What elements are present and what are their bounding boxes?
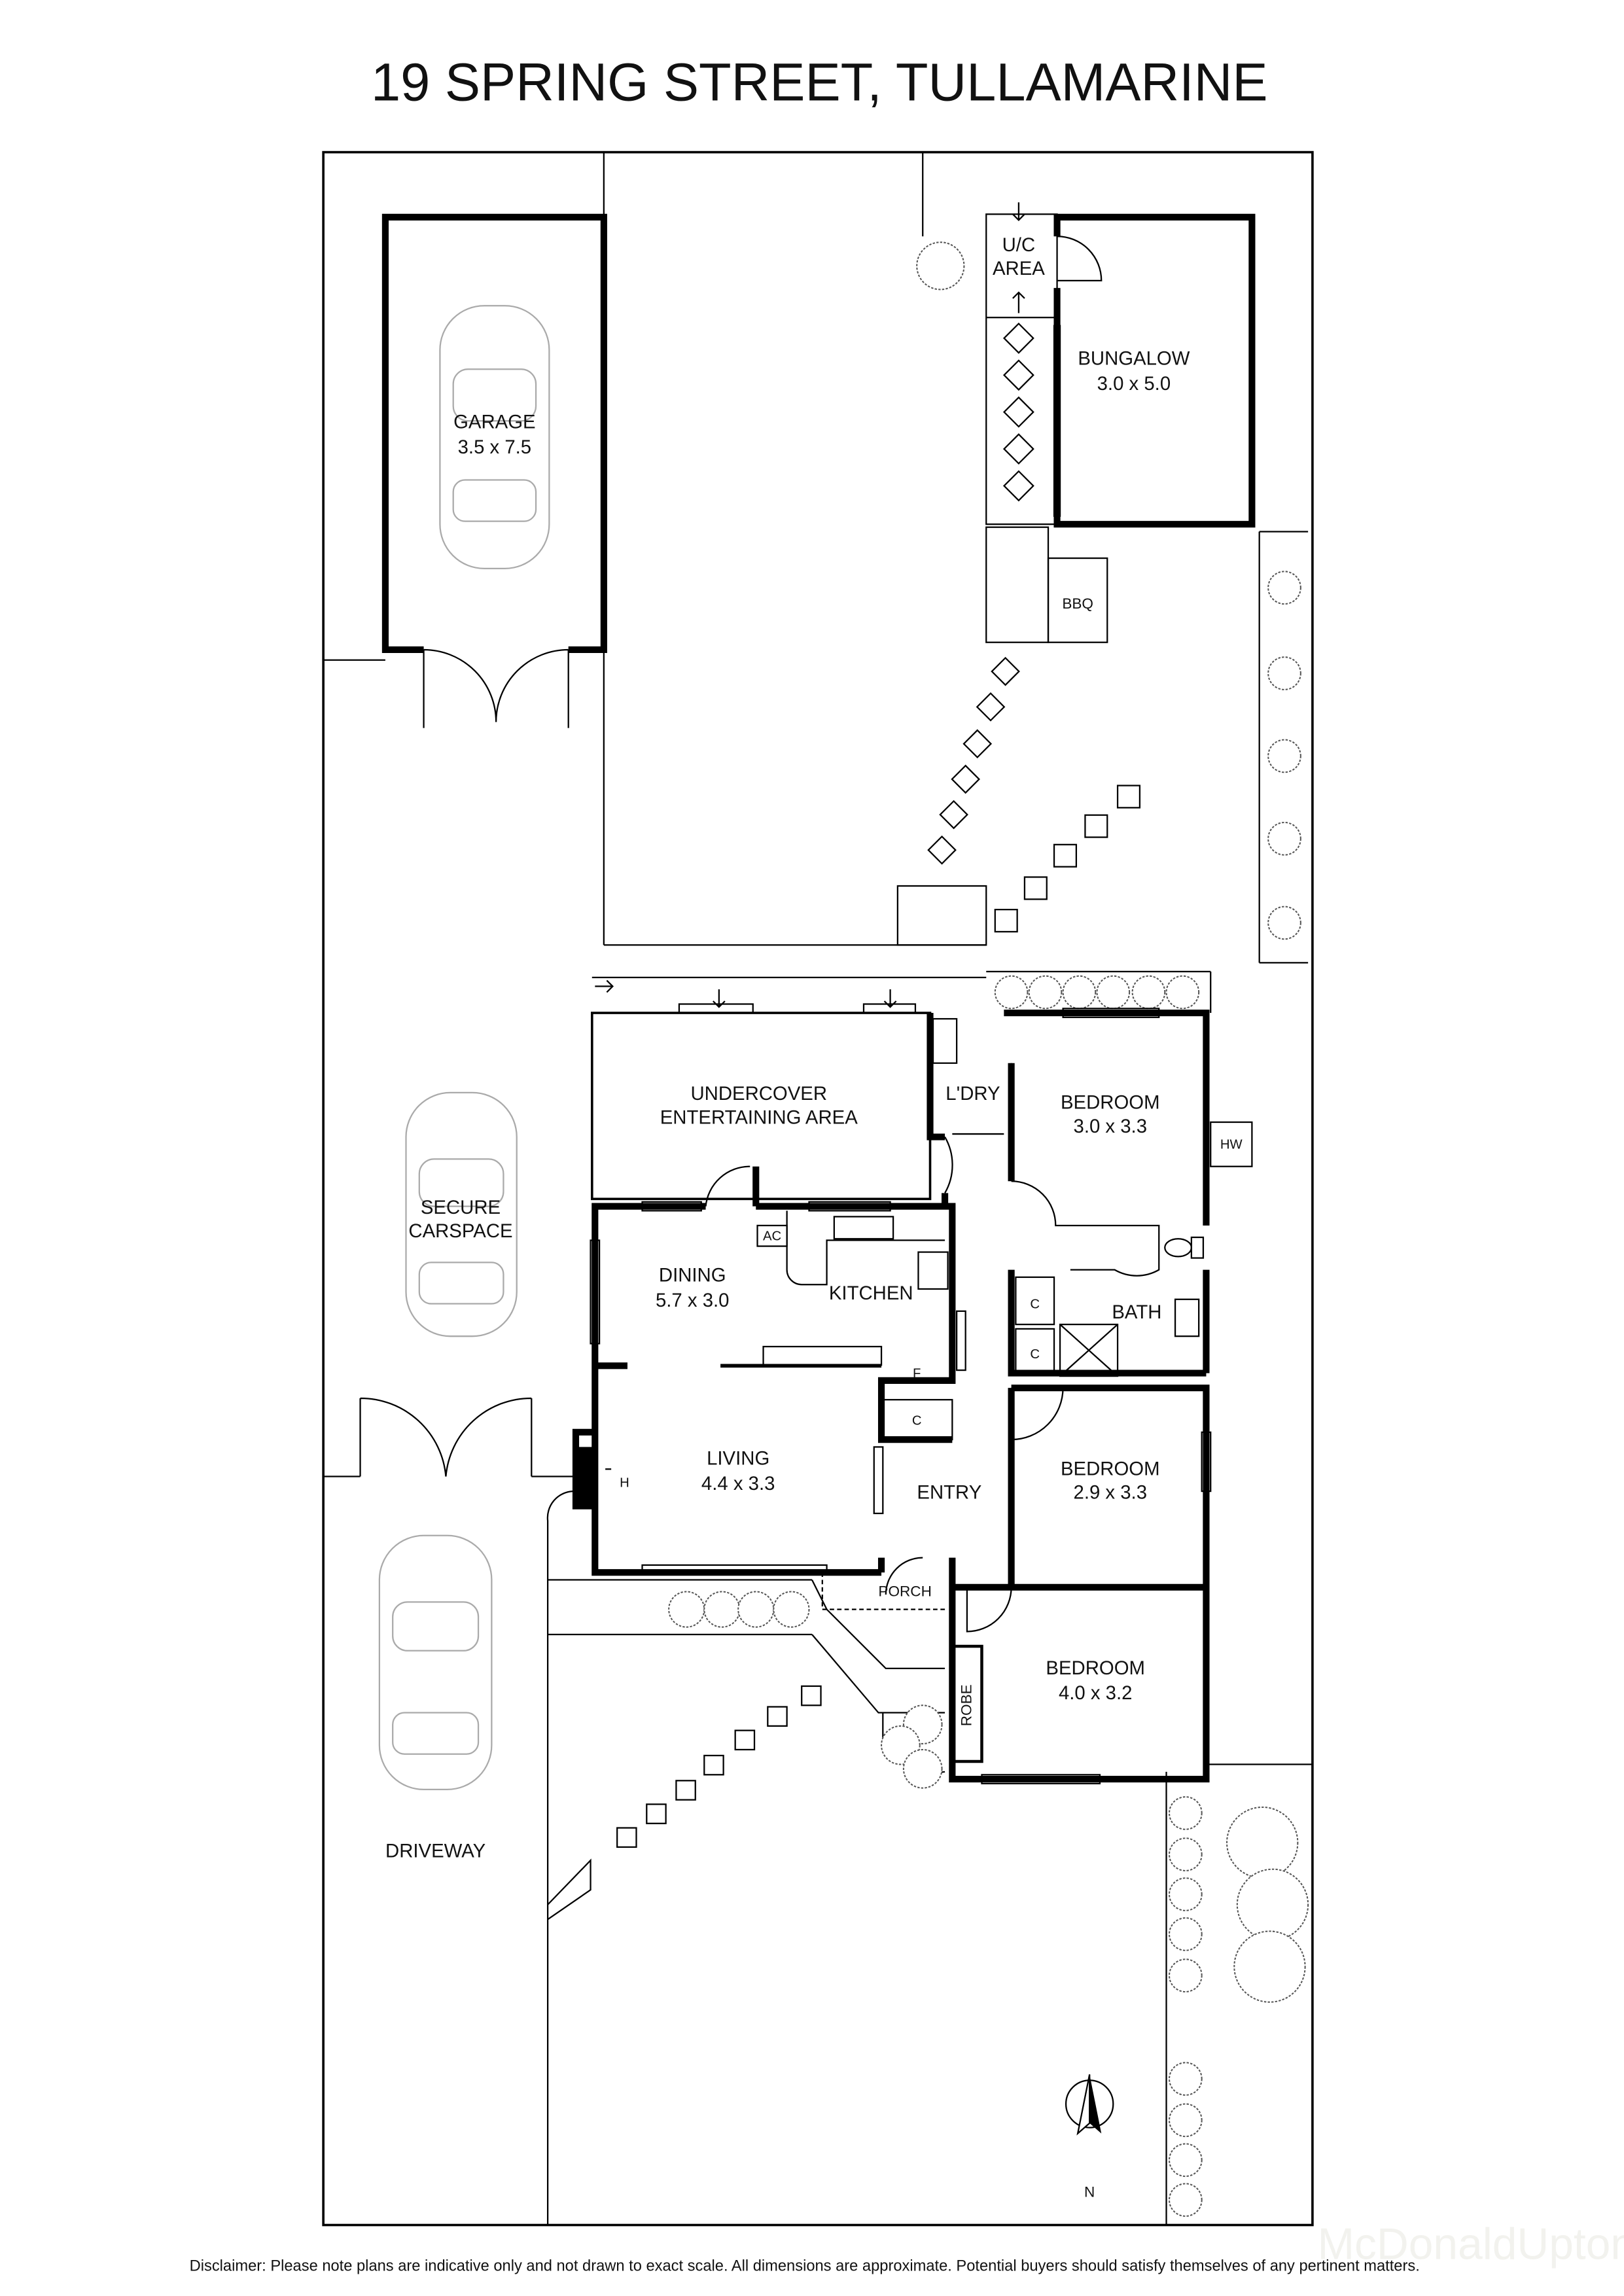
svg-text:C: C: [1030, 1347, 1040, 1362]
svg-text:LIVING: LIVING: [707, 1447, 769, 1469]
svg-text:L'DRY: L'DRY: [945, 1083, 1000, 1104]
svg-text:3.0 x 5.0: 3.0 x 5.0: [1097, 373, 1171, 395]
garage: GARAGE 3.5 x 7.5: [381, 213, 607, 728]
watermark: McDonaldUpton: [1318, 2219, 1624, 2269]
svg-text:DINING: DINING: [659, 1265, 726, 1286]
plan-title: 19 SPRING STREET, TULLAMARINE: [371, 53, 1268, 113]
svg-text:SECURE: SECURE: [421, 1197, 501, 1218]
svg-text:C: C: [912, 1414, 922, 1428]
svg-text:H: H: [620, 1475, 629, 1490]
svg-text:BUNGALOW: BUNGALOW: [1078, 347, 1190, 369]
driveway: DRIVEWAY: [378, 1534, 493, 1862]
svg-text:KITCHEN: KITCHEN: [829, 1282, 913, 1304]
svg-text:AREA: AREA: [993, 258, 1045, 279]
svg-text:CARSPACE: CARSPACE: [408, 1220, 512, 1242]
svg-text:3.0 x 3.3: 3.0 x 3.3: [1074, 1116, 1148, 1137]
svg-text:C: C: [1030, 1297, 1040, 1311]
svg-text:N: N: [1084, 2184, 1095, 2200]
svg-text:BEDROOM: BEDROOM: [1061, 1092, 1160, 1114]
svg-text:AC: AC: [763, 1229, 781, 1244]
svg-text:DRIVEWAY: DRIVEWAY: [385, 1841, 485, 1862]
fences: [323, 152, 1313, 2225]
svg-text:4.0 x 3.2: 4.0 x 3.2: [1059, 1682, 1133, 1704]
svg-text:UNDERCOVER: UNDERCOVER: [690, 1083, 827, 1104]
north-compass-icon: N: [1065, 2074, 1114, 2200]
svg-text:BEDROOM: BEDROOM: [1061, 1458, 1160, 1479]
svg-text:ENTERTAINING AREA: ENTERTAINING AREA: [660, 1106, 858, 1128]
svg-text:ENTRY: ENTRY: [917, 1481, 981, 1503]
svg-text:PORCH: PORCH: [878, 1583, 931, 1599]
stepping-stones: [616, 656, 1141, 1848]
svg-text:F: F: [913, 1366, 921, 1381]
svg-text:GARAGE: GARAGE: [453, 412, 536, 433]
svg-text:BBQ: BBQ: [1062, 595, 1093, 612]
svg-text:BEDROOM: BEDROOM: [1046, 1657, 1145, 1679]
svg-text:4.4 x 3.3: 4.4 x 3.3: [701, 1473, 775, 1494]
trees: [668, 571, 1309, 2217]
svg-text:ROBE: ROBE: [959, 1684, 975, 1726]
secure-carspace: SECURE CARSPACE: [359, 1091, 533, 1477]
car-icon: [439, 305, 550, 570]
house: UNDERCOVER ENTERTAINING AREA H DINING 5.…: [572, 980, 1253, 1784]
svg-text:U/C: U/C: [1002, 234, 1036, 256]
svg-text:3.5 x 7.5: 3.5 x 7.5: [458, 436, 532, 458]
svg-text:HW: HW: [1220, 1138, 1243, 1152]
svg-text:5.7 x 3.0: 5.7 x 3.0: [656, 1290, 730, 1311]
svg-text:2.9 x 3.3: 2.9 x 3.3: [1074, 1481, 1148, 1503]
bungalow: BUNGALOW 3.0 x 5.0 U/C AREA BBQ: [916, 202, 1256, 643]
property-boundary: [322, 150, 1314, 2227]
disclaimer: Disclaimer: Please note plans are indica…: [190, 2257, 1420, 2274]
svg-text:BATH: BATH: [1112, 1301, 1161, 1323]
